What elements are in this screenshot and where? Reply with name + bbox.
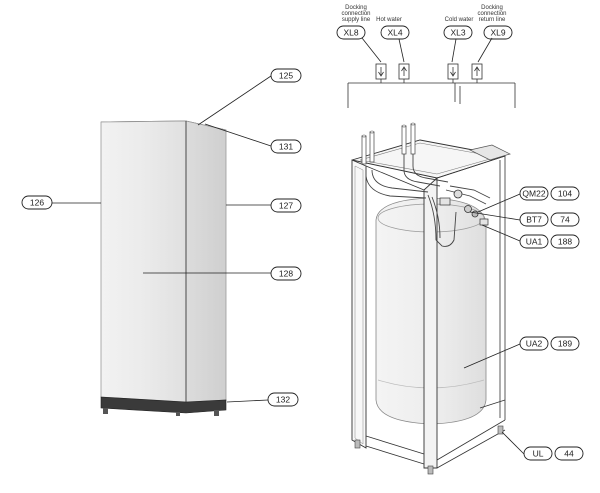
cabinet-foot [176,412,180,416]
label-126: 126 [21,195,53,210]
open-frame-illustration [351,122,511,475]
label-bt7: BT7 74 [519,212,580,227]
svg-text:XL4: XL4 [387,28,402,38]
svg-text:connection: connection [477,11,506,17]
cabinet-labels: 125 131 126 127 128 132 [21,68,302,407]
svg-text:125: 125 [279,71,293,81]
connection-leaders [361,37,493,63]
label-ul: UL 44 [523,446,584,461]
internal-piping [365,154,491,247]
cabinet-leaders [52,75,272,403]
cabinet-foot [103,408,108,414]
connection-labels: XL8 XL4 XL3 XL9 [336,25,513,40]
svg-text:Hot water: Hot water [376,17,402,23]
svg-text:supply line: supply line [342,17,371,23]
connection-stubs [347,63,516,108]
svg-text:126: 126 [30,198,44,208]
svg-text:188: 188 [558,237,572,247]
svg-text:XL9: XL9 [490,28,505,38]
svg-text:Docking: Docking [481,5,503,11]
cabinet-foot [214,410,219,416]
svg-text:Cold water: Cold water [445,17,474,23]
label-128: 128 [270,266,302,281]
svg-text:127: 127 [279,201,293,211]
valve-group [439,189,489,226]
svg-text:132: 132 [276,395,290,405]
label-xl9: XL9 [483,25,513,40]
svg-text:connection: connection [341,11,370,17]
svg-text:QM22: QM22 [522,189,545,199]
label-131: 131 [270,139,302,154]
label-xl3: XL3 [443,25,473,40]
cabinet-front-panel [100,120,187,403]
svg-text:189: 189 [558,339,572,349]
svg-text:XL3: XL3 [450,28,465,38]
label-125: 125 [270,68,302,83]
cabinet-illustration [100,120,227,416]
svg-text:UA1: UA1 [526,237,543,247]
svg-text:131: 131 [279,142,293,152]
label-132: 132 [267,392,299,407]
svg-text:XL8: XL8 [343,28,358,38]
label-xl8: XL8 [336,25,366,40]
label-qm22: QM22 104 [519,186,580,201]
label-xl4: XL4 [380,25,410,40]
svg-text:128: 128 [279,269,293,279]
cabinet-side-panel [185,120,227,403]
label-ua1: UA1 188 [519,234,580,249]
svg-text:BT7: BT7 [526,215,542,225]
connection-captions: Docking connection supply line Hot water… [341,5,506,23]
svg-text:UL: UL [533,449,544,459]
svg-text:44: 44 [564,449,574,459]
component-leaders [463,193,525,455]
svg-text:return line: return line [479,17,506,23]
svg-text:UA2: UA2 [526,339,543,349]
svg-text:104: 104 [558,189,572,199]
label-127: 127 [270,198,302,213]
svg-text:Docking: Docking [345,5,367,11]
component-labels: QM22 104 BT7 74 UA1 188 UA2 189 UL 44 [519,186,584,461]
label-ua2: UA2 189 [519,336,580,351]
cabinet-base [100,396,227,414]
svg-text:74: 74 [560,215,570,225]
